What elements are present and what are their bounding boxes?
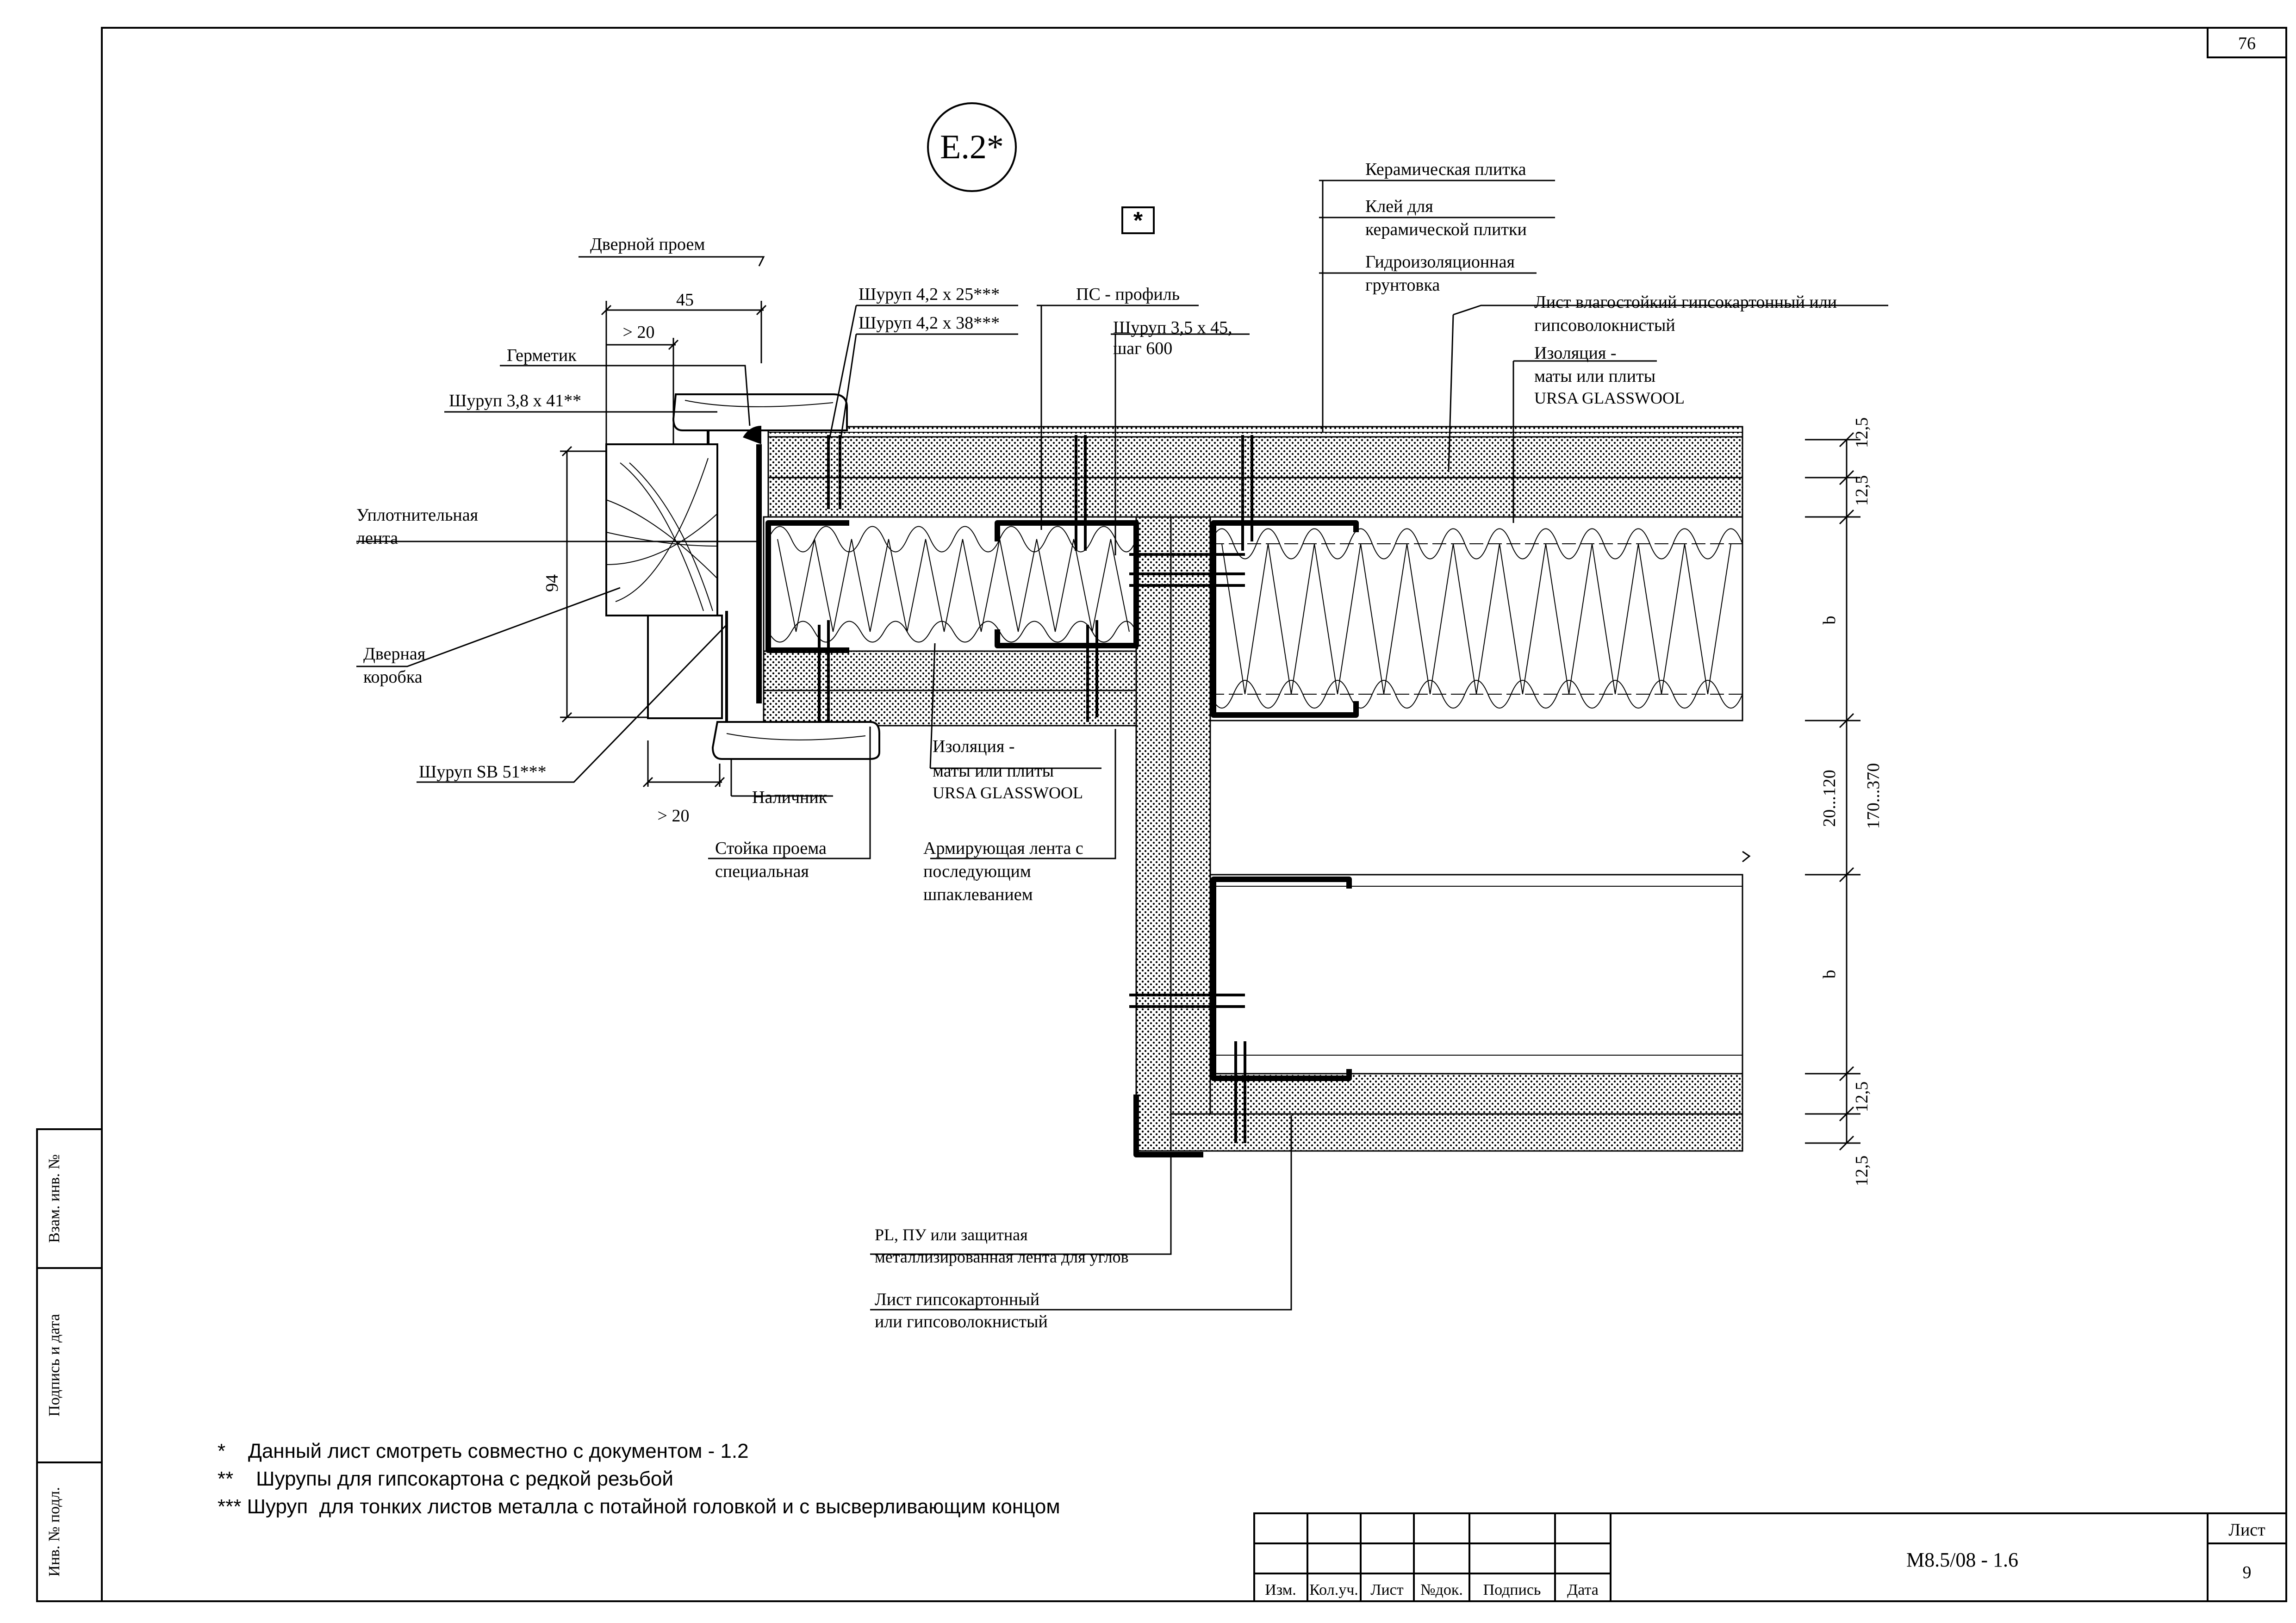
label-tape-1: Армирующая лента с bbox=[923, 839, 1083, 858]
labels: Дверной проем Шуруп 4,2 х 25*** Шуруп 4,… bbox=[356, 160, 1837, 1331]
tb-col-data: Дата bbox=[1567, 1581, 1599, 1598]
label-board-2: гипсоволокнистый bbox=[1534, 316, 1675, 335]
label-screw-sb51: Шуруп SB 51*** bbox=[419, 762, 547, 782]
dim-12-5-d: 12,5 bbox=[1852, 1156, 1872, 1187]
top-board-inner bbox=[767, 477, 1743, 518]
dim-gt20-bottom: > 20 bbox=[658, 806, 690, 826]
note-2: ** Шурупы для гипсокартона с редкой резь… bbox=[218, 1468, 673, 1490]
label-tape-2: последующим bbox=[923, 862, 1031, 881]
title-block bbox=[1253, 1512, 2287, 1602]
dim-12-5-b: 12,5 bbox=[1852, 475, 1872, 506]
label-door-frame-1: Дверная bbox=[363, 644, 425, 664]
corner-board-outer bbox=[1135, 516, 1172, 1152]
label-screw-42x38: Шуруп 4,2 х 38*** bbox=[859, 313, 1000, 333]
label-casing: Наличник bbox=[752, 788, 828, 807]
left-lower-board-2 bbox=[763, 690, 1137, 727]
label-tile-glue-2: керамической плитки bbox=[1365, 220, 1527, 239]
label-screw-35x45-2: шаг 600 bbox=[1113, 339, 1172, 358]
stamp-inv-podl: Инв. № подл. bbox=[46, 1487, 63, 1577]
insulation-cavity-right bbox=[1209, 516, 1743, 721]
detail-mark-circle bbox=[927, 102, 1017, 192]
stamp-inv-vzam: Взам. инв. № bbox=[46, 1154, 63, 1243]
label-gk-2: или гипсоволокнистый bbox=[875, 1312, 1048, 1331]
dim-20-120: 20...120 bbox=[1820, 770, 1839, 827]
tb-col-izm: Изм. bbox=[1265, 1581, 1296, 1598]
star-box-text: * bbox=[1133, 207, 1143, 234]
side-stamp bbox=[36, 1128, 103, 1602]
dim-12-5-a: 12,5 bbox=[1852, 417, 1872, 448]
label-insul-right-3: URSA GLASSWOOL bbox=[1534, 389, 1685, 407]
dim-b-top: b bbox=[1820, 616, 1839, 625]
dimension-lines-left bbox=[560, 301, 767, 788]
dim-94: 94 bbox=[542, 574, 562, 592]
label-primer-1: Гидроизоляционная bbox=[1365, 252, 1515, 272]
dimension-lines-right bbox=[1805, 432, 1860, 1151]
second-frame-cavity bbox=[1209, 874, 1743, 1075]
label-post-1: Стойка проема bbox=[715, 839, 827, 858]
leader-lines bbox=[356, 180, 1888, 1311]
label-screw-42x25: Шуруп 4,2 х 25*** bbox=[859, 285, 1000, 304]
tb-sheet-number: 9 bbox=[2243, 1563, 2252, 1582]
label-door-frame-2: коробка bbox=[363, 667, 423, 687]
sheet-frame bbox=[101, 27, 2287, 1602]
sealant bbox=[743, 426, 761, 444]
label-insul-mid-2: маты или плиты bbox=[933, 761, 1054, 781]
label-sealant: Герметик bbox=[507, 346, 577, 365]
lower-board-2 bbox=[1170, 1113, 1743, 1152]
door-frame-grain bbox=[606, 458, 718, 611]
label-insul-right-2: маты или плиты bbox=[1534, 367, 1655, 386]
label-seal-tape-1: Уплотнительная bbox=[356, 505, 478, 525]
label-corner-1: PL, ПУ или защитная bbox=[875, 1225, 1028, 1244]
label-screw-38x41: Шуруп 3,8 х 41** bbox=[449, 391, 581, 410]
note-3: *** Шуруп для тонких листов металла с по… bbox=[218, 1495, 1060, 1518]
label-insul-mid-3: URSA GLASSWOOL bbox=[933, 784, 1083, 802]
top-board-outer bbox=[767, 436, 1743, 479]
tb-col-kol: Кол.уч. bbox=[1309, 1581, 1358, 1598]
label-tile-glue-1: Клей для bbox=[1365, 197, 1433, 216]
tb-col-ndok: №док. bbox=[1420, 1581, 1463, 1598]
stamp-sign-date: Подпись и дата bbox=[46, 1314, 63, 1417]
label-corner-2: металлизированная лента для углов bbox=[875, 1248, 1129, 1266]
dim-170-370: 170...370 bbox=[1864, 763, 1883, 829]
note-1: * Данный лист смотреть совместно с докум… bbox=[218, 1440, 749, 1462]
corner-number: 76 bbox=[2238, 34, 2256, 53]
casing-bottom bbox=[711, 721, 880, 760]
label-board-1: Лист влагостойкий гипсокартонный или bbox=[1534, 292, 1837, 312]
tb-col-list: Лист bbox=[1370, 1581, 1403, 1598]
star-box bbox=[1121, 206, 1155, 234]
dim-45: 45 bbox=[676, 290, 694, 310]
label-ps-profile: ПС - профиль bbox=[1076, 285, 1180, 304]
label-seal-tape-2: лента bbox=[356, 529, 398, 548]
wall-section bbox=[605, 393, 1751, 1157]
tb-doc-code: М8.5/08 - 1.6 bbox=[1906, 1548, 2018, 1571]
tb-sheet-label: Лист bbox=[2228, 1520, 2265, 1540]
label-door-opening: Дверной проем bbox=[590, 235, 705, 254]
tb-col-podpis: Подпись bbox=[1483, 1581, 1541, 1598]
dim-b-bottom: b bbox=[1820, 970, 1839, 979]
dim-12-5-c: 12,5 bbox=[1852, 1082, 1872, 1113]
corner-board-inner bbox=[1170, 516, 1211, 1115]
dim-gt20-top: > 20 bbox=[623, 323, 655, 342]
label-screw-35x45-1: Шуруп 3,5 х 45, bbox=[1113, 318, 1232, 337]
label-post-2: специальная bbox=[715, 862, 809, 881]
label-insul-mid-1: Изоляция - bbox=[933, 737, 1014, 756]
label-gk-1: Лист гипсокартонный bbox=[875, 1290, 1039, 1309]
label-tape-3: шпаклеванием bbox=[923, 885, 1033, 904]
label-insul-right-1: Изоляция - bbox=[1534, 343, 1616, 363]
label-ceramic-tile: Керамическая плитка bbox=[1365, 160, 1526, 179]
detail-mark: Е.2* bbox=[940, 128, 1004, 166]
label-primer-2: грунтовка bbox=[1365, 275, 1440, 295]
